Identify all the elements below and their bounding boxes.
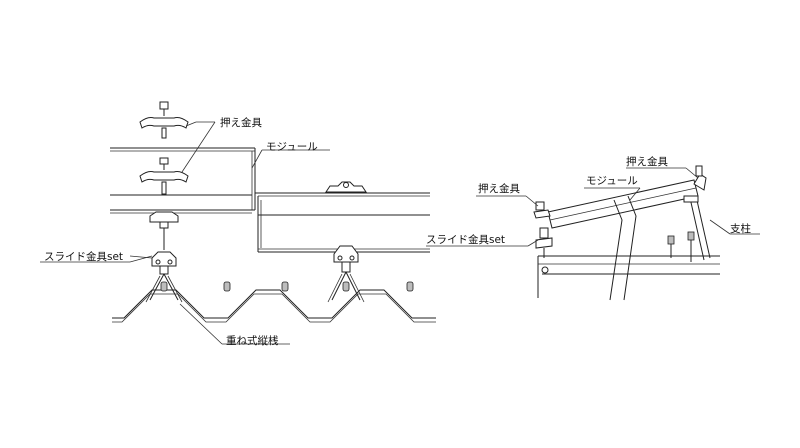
slide-set-left (145, 251, 183, 303)
slide-bracket-exploded (149, 211, 179, 250)
label-clamp-left: 押え金具 (220, 116, 262, 129)
rafter (609, 195, 637, 301)
inclined-module (547, 179, 699, 229)
module-upper (110, 147, 256, 210)
leaders-right (426, 167, 760, 247)
label-post-right: 支柱 (730, 222, 751, 235)
corrugated-roof (112, 281, 436, 323)
leaders-left (40, 121, 330, 345)
exploded-clamp-middle (139, 157, 189, 195)
support-post (683, 165, 711, 261)
label-roof-left: 重ね式縦桟 (226, 334, 279, 347)
right-section: 押え金具 押え金具 モジュール 支柱 スライド金具set (426, 155, 760, 301)
label-slide-set-left: スライド金具set (44, 250, 123, 263)
exploded-clamp-top (139, 101, 189, 139)
label-clamp-right-left: 押え金具 (478, 182, 520, 195)
label-clamp-right-top: 押え金具 (626, 155, 668, 168)
label-module-right: モジュール (586, 175, 638, 187)
label-slide-set-right: スライド金具set (426, 233, 505, 246)
frame-bolts (667, 231, 695, 262)
label-module-left: モジュール (266, 141, 318, 153)
slide-set-right (327, 245, 365, 303)
right-clamp-left (533, 201, 553, 258)
module-lower (255, 181, 430, 253)
left-elevation: 押え金具 モジュール スライド金具set 重ね式縦桟 (40, 101, 436, 347)
